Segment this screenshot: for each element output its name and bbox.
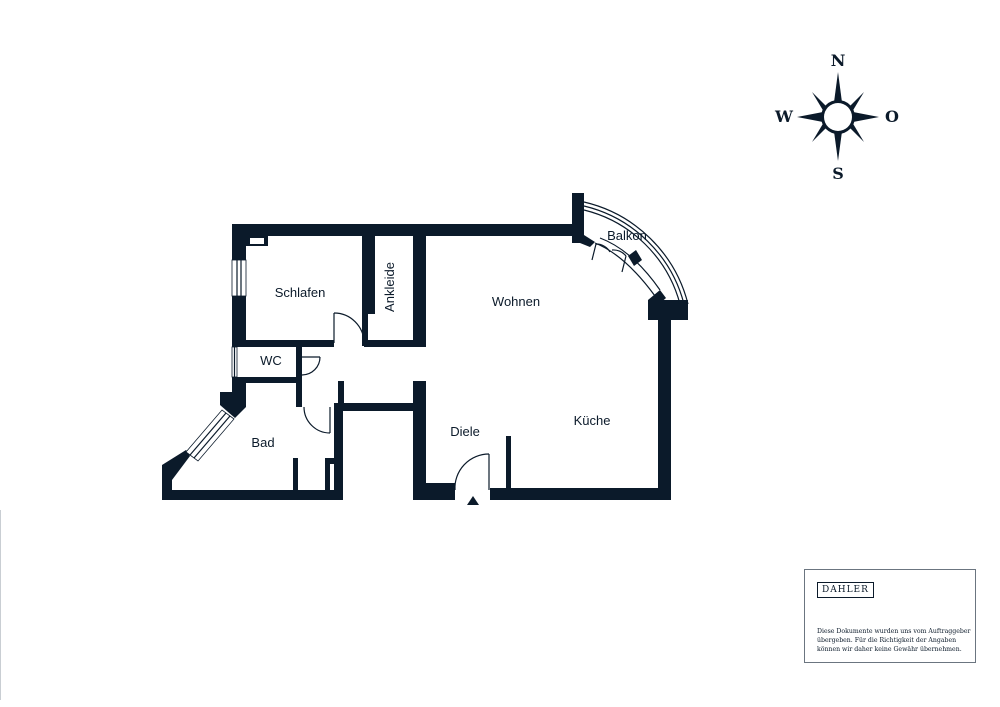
disclaimer-text: Diese Dokumente wurden uns vom Auftragge…: [817, 628, 971, 653]
dahler-logo: DAHLER: [817, 582, 874, 598]
compass-rose: N S W O: [774, 51, 899, 183]
compass-south-label: S: [832, 164, 844, 183]
room-label-wc: WC: [260, 353, 282, 368]
room-label-bad: Bad: [251, 435, 274, 450]
compass-west-label: W: [774, 107, 794, 126]
info-box: DAHLER Diese Dokumente wurden uns vom Au…: [804, 569, 976, 663]
room-label-diele: Diele: [450, 424, 480, 439]
room-label-balkon: Balkon: [607, 228, 647, 243]
room-label-ankleide: Ankleide: [382, 262, 397, 312]
room-label-kueche: Küche: [574, 413, 611, 428]
room-label-wohnen: Wohnen: [492, 294, 540, 309]
walls: [162, 193, 688, 500]
windows: [185, 259, 247, 462]
balcony: [583, 201, 689, 305]
doors: [301, 312, 490, 505]
entrance-arrow-icon: [467, 496, 479, 505]
page-edge-mark: [0, 510, 1, 700]
compass-north-label: N: [831, 51, 846, 70]
room-label-schlafen: Schlafen: [275, 285, 326, 300]
compass-east-label: O: [885, 107, 899, 126]
